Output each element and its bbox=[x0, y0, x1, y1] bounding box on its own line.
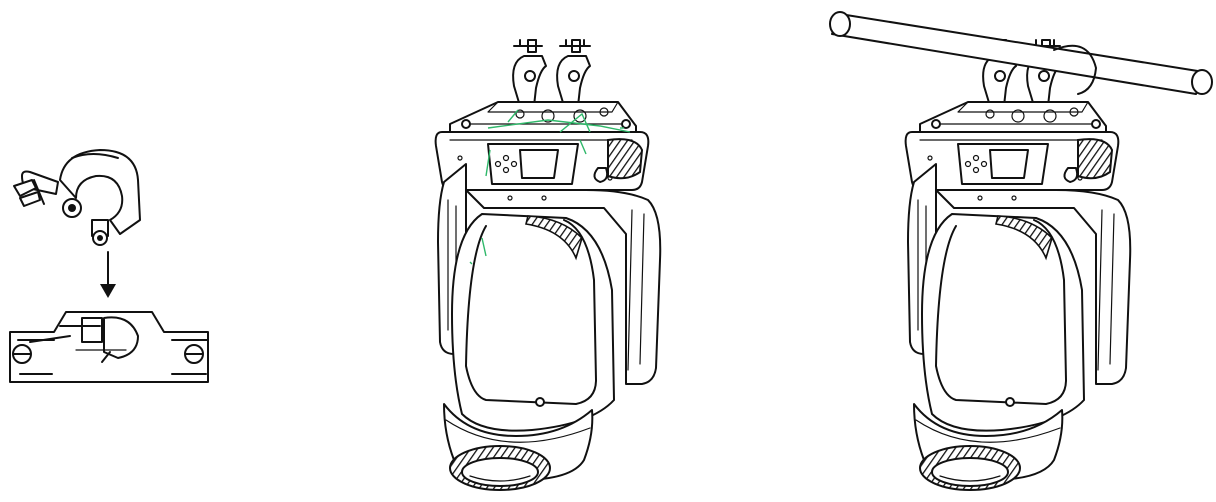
fixture-with-clamps-figure bbox=[434, 39, 662, 491]
moving-head-fixture-icon bbox=[434, 39, 662, 491]
mounting-bracket-icon bbox=[9, 311, 209, 383]
clamp-detail-figure bbox=[9, 149, 209, 383]
moving-head-on-truss-icon bbox=[904, 39, 1132, 491]
clamp-icon bbox=[13, 149, 141, 246]
truss-pipe-icon bbox=[829, 11, 1213, 95]
fixture-on-truss-figure bbox=[829, 11, 1213, 491]
green-highlight-marks bbox=[469, 109, 631, 265]
down-arrow-icon bbox=[100, 251, 116, 298]
